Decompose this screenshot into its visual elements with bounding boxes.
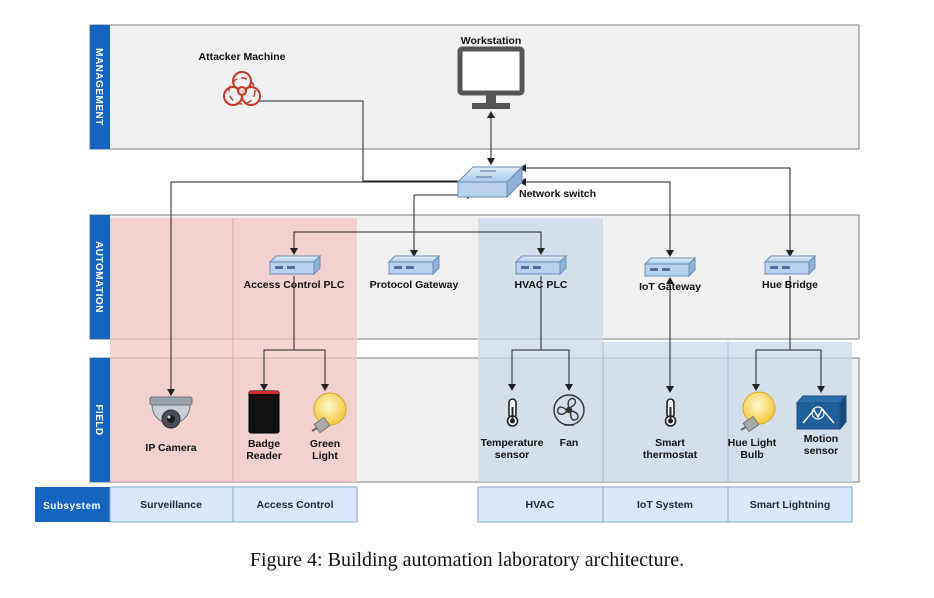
hue-bridge-link [519,164,794,257]
management-lane-label: MANAGEMENT [93,48,104,126]
protocol-gateway-icon [387,254,441,276]
hue-bulb-label-2: Bulb [740,449,763,461]
subsystem-header [35,487,110,522]
temp-sensor-label-2: sensor [495,449,529,461]
plc-interlink [290,231,545,255]
hue-bulb-icon [740,391,776,433]
smart-thermostat-label-1: Smart [655,437,685,449]
badge-reader-link [260,349,294,391]
monitor-icon [457,46,525,109]
camera-link [167,181,458,396]
ip-camera-label: IP Camera [145,442,196,454]
hvac-plc-icon [514,254,568,276]
attacker-label: Attacker Machine [199,51,286,63]
green-light-label-2: Light [312,450,338,462]
protocol-gateway-link [410,191,474,257]
automation-lane-label: AUTOMATION [93,241,104,313]
temp-sensor-link [508,349,541,391]
protocol-gateway-label: Protocol Gateway [370,279,459,291]
motion-sensor-icon [795,394,848,431]
badge-reader-icon [248,390,280,434]
motion-sensor-label-2: sensor [804,445,838,457]
hue-bridge-icon [763,254,817,276]
attacker-link [258,100,458,182]
green-light-link [294,349,329,391]
badge-reader-label-2: Reader [246,450,282,462]
subsystem-hvac-label: HVAC [526,499,555,511]
fan-icon [553,394,585,426]
badge-reader-label-1: Badge [248,438,280,450]
fan-label: Fan [560,437,579,449]
iot-column [603,342,728,482]
automation-lane-bar [90,215,110,339]
subsystem-access-control [232,486,358,523]
field-lane-bar [90,358,110,482]
access-plc-label: Access Control PLC [244,279,345,291]
network-switch-icon [456,165,524,199]
thermometer-icon [506,398,519,427]
hue-bridge-label: Hue Bridge [762,279,818,291]
smart-thermometer-icon [664,398,677,427]
temp-sensor-label-1: Temperature [481,437,544,449]
subsystem-iot [602,486,729,523]
green-light-label-1: Green [310,438,340,450]
subsystem-lighting [727,486,853,523]
light-bulb-icon [311,392,347,434]
subsystem-surveillance [109,486,234,523]
figure-caption: Figure 4: Building automation laboratory… [249,549,685,571]
subsystem-hvac [477,486,604,523]
motion-sensor-link [790,349,825,393]
subsystem-header-label: Subsystem [43,501,101,512]
field-lane-label: FIELD [93,404,104,435]
iot-gateway-label: IoT Gateway [639,281,701,293]
hue-bulb-label-1: Hue Light [728,437,777,449]
management-lane-bar [90,25,110,149]
ip-camera-icon [149,396,193,429]
workstation-label: Workstation [461,35,521,47]
subsystem-surveillance-label: Surveillance [140,499,202,511]
fan-link [541,349,573,391]
connections [167,100,825,396]
subsystem-lighting-label: Smart Lightning [750,499,831,511]
hvac-plc-label: HVAC PLC [515,279,568,291]
hue-bulb-link [752,349,790,391]
iot-gateway-icon [643,256,697,278]
biohazard-icon [223,71,261,106]
network-switch-label: Network switch [519,188,596,200]
smart-thermostat-label-2: thermostat [643,449,698,461]
subsystem-iot-label: IoT System [637,499,693,511]
access-plc-icon [268,254,322,276]
subsystem-access-control-label: Access Control [256,499,333,511]
motion-sensor-label-1: Motion [804,433,838,445]
